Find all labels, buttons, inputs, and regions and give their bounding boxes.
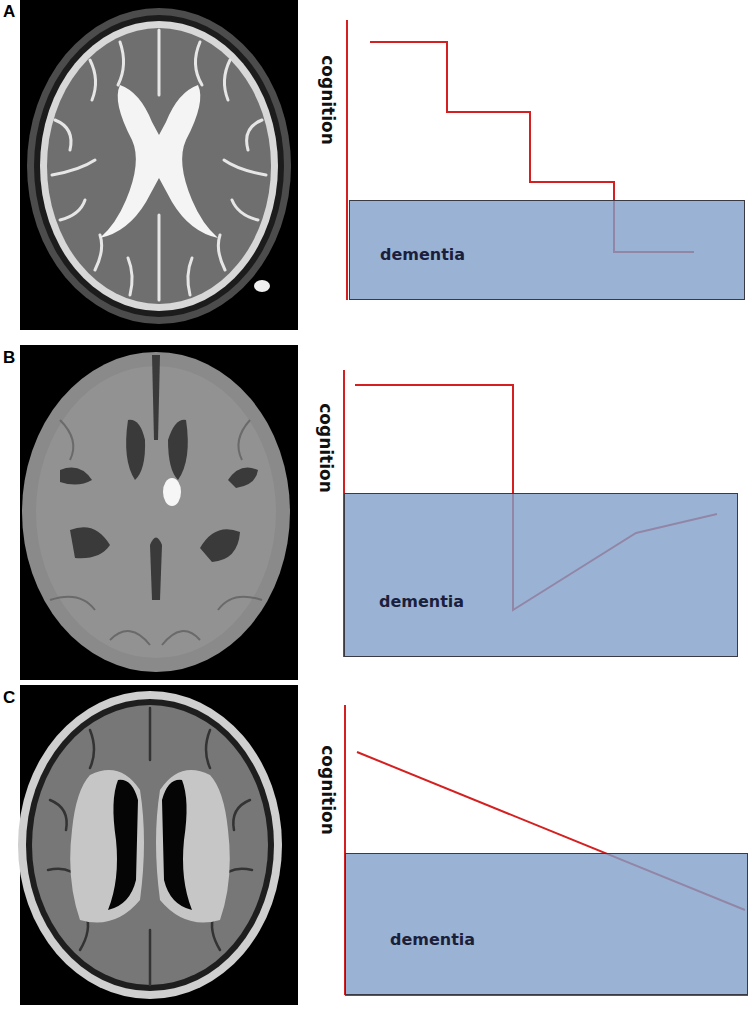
- zone-label: dementia: [380, 245, 465, 264]
- axis-label: cognition: [317, 403, 334, 493]
- panel-letter: C: [3, 689, 15, 706]
- zone-label: dementia: [390, 930, 475, 949]
- dementia-zone: dementia: [345, 853, 748, 995]
- chart-c: [345, 705, 748, 995]
- mri-panel-a: [20, 0, 298, 330]
- dementia-zone: dementia: [344, 493, 738, 657]
- mri-panel-b: [20, 345, 298, 680]
- panel-letter: A: [3, 3, 15, 20]
- axis-label: cognition: [319, 55, 336, 145]
- dementia-zone: dementia: [349, 200, 745, 300]
- mri-panel-c: [18, 685, 298, 1005]
- zone-label: dementia: [379, 592, 464, 611]
- panel-letter: B: [3, 349, 15, 366]
- axis-label: cognition: [319, 745, 336, 835]
